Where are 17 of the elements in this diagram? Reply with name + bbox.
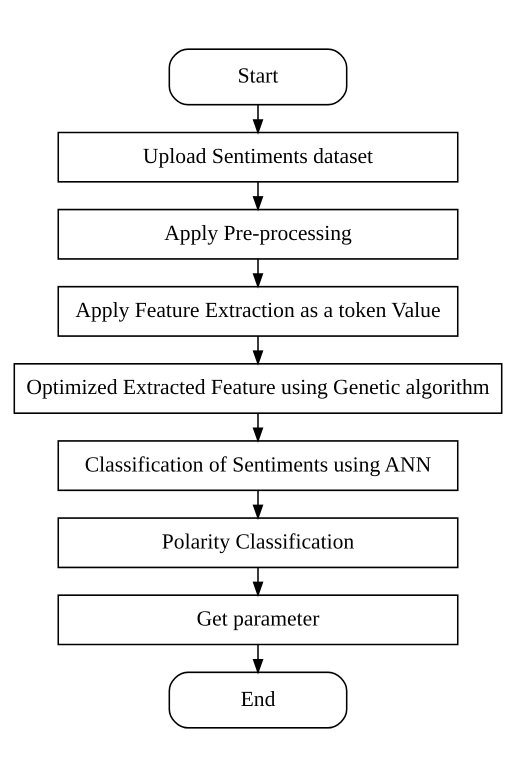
node-box: Apply Pre-processing [57,208,458,260]
arrow [252,182,264,212]
arrow [252,412,264,442]
arrow [252,104,264,134]
arrow [252,336,264,366]
arrow [252,258,264,288]
arrow [252,490,264,520]
arrow [252,644,264,674]
node-box: Start [168,48,348,105]
node-box: Get parameter [57,594,458,645]
node-box: Upload Sentiments dataset [57,131,458,182]
arrow [252,567,264,597]
node-box: End [168,671,348,728]
node-box: Apply Feature Extraction as a token Value [57,285,458,336]
node-box: Optimized Extracted Feature using Genetic algorithm [14,362,502,414]
node-box: Polarity Classification [57,516,458,568]
node-box: Classification of Sentiments using ANN [57,440,458,491]
